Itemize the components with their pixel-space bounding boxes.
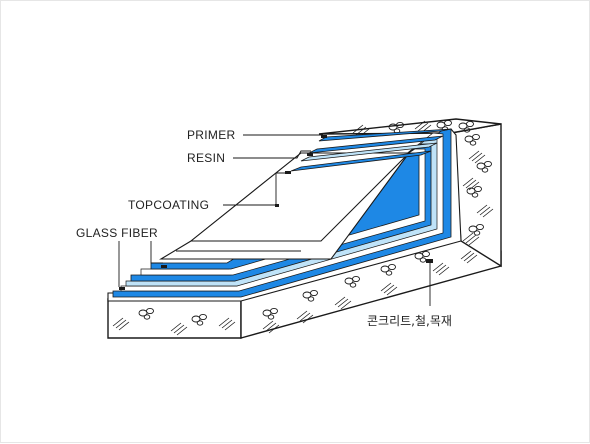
label-resin: RESIN xyxy=(187,151,225,165)
label-substrate: 콘크리트,철,목재 xyxy=(367,314,452,328)
leader-lines xyxy=(118,134,431,306)
label-topcoating: TOPCOATING xyxy=(128,198,209,212)
label-glass-fiber: GLASS FIBER xyxy=(76,226,158,240)
label-primer: PRIMER xyxy=(187,128,236,142)
coating-layers xyxy=(107,128,462,302)
